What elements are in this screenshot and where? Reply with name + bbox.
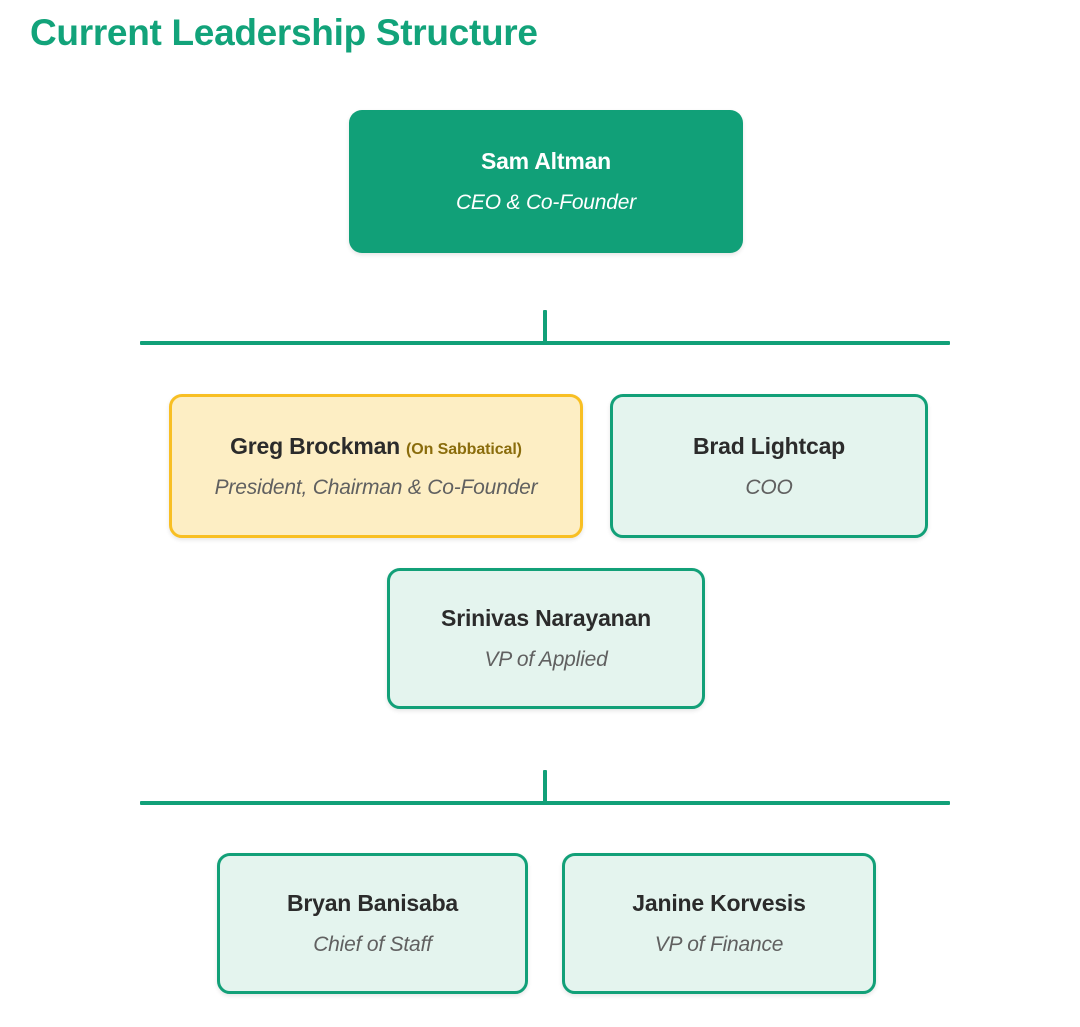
org-node-role: CEO & Co-Founder <box>455 191 637 214</box>
connector-vertical-root <box>543 310 547 343</box>
org-node-janine-korvesis[interactable]: Janine Korvesis VP of Finance <box>562 853 876 994</box>
org-node-srinivas-narayanan[interactable]: Srinivas Narayanan VP of Applied <box>387 568 705 709</box>
connector-vertical-level3 <box>543 770 547 803</box>
org-node-role: VP of Finance <box>654 933 784 956</box>
org-node-role: Chief of Staff <box>313 933 432 956</box>
status-badge-on-sabbatical: (On Sabbatical) <box>406 440 522 458</box>
org-node-name-line: Sam Altman <box>481 148 611 175</box>
org-node-greg-brockman[interactable]: Greg Brockman (On Sabbatical) President, … <box>169 394 583 538</box>
org-node-name: Sam Altman <box>480 148 612 174</box>
org-node-name-line: Janine Korvesis <box>632 890 806 917</box>
org-node-name: Srinivas Narayanan <box>441 605 651 631</box>
org-node-name-line: Brad Lightcap <box>693 433 845 460</box>
org-node-name: Greg Brockman <box>230 432 401 459</box>
org-node-brad-lightcap[interactable]: Brad Lightcap COO <box>610 394 928 538</box>
org-node-role: VP of Applied <box>484 648 608 671</box>
connector-horizontal-level2 <box>140 341 950 345</box>
page-title: Current Leadership Structure <box>30 12 538 53</box>
org-node-name: Janine Korvesis <box>632 890 806 916</box>
org-node-name: Brad Lightcap <box>692 432 846 459</box>
org-node-bryan-banisaba[interactable]: Bryan Banisaba Chief of Staff <box>217 853 528 994</box>
org-node-name: Bryan Banisaba <box>286 890 459 916</box>
connector-horizontal-level3 <box>140 801 950 805</box>
org-node-role: COO <box>745 475 793 499</box>
org-node-name-line: Greg Brockman (On Sabbatical) <box>230 433 522 460</box>
org-node-name-line: Bryan Banisaba <box>287 890 458 917</box>
org-node-role: President, Chairman & Co-Founder <box>214 475 538 499</box>
org-node-name-line: Srinivas Narayanan <box>441 605 651 632</box>
org-node-sam-altman[interactable]: Sam Altman CEO & Co-Founder <box>349 110 743 253</box>
